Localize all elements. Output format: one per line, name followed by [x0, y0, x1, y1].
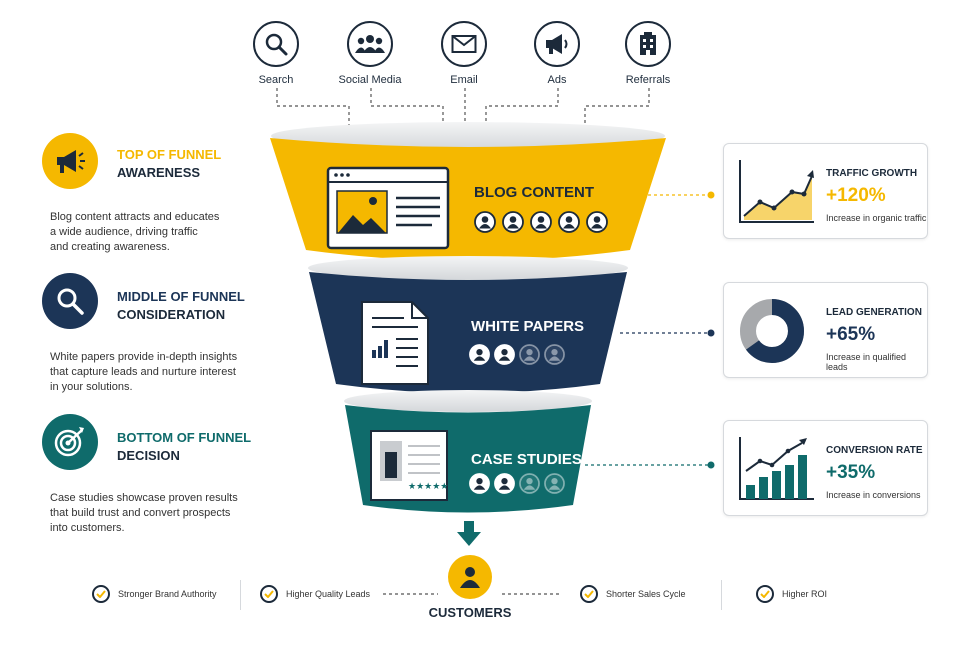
browser-icon — [326, 166, 450, 250]
description-line: Case studies showcase proven results — [50, 492, 238, 504]
line-chart-icon — [739, 160, 814, 223]
person-icon — [494, 473, 515, 494]
donut-share-arc — [740, 299, 804, 363]
stage-label: BOTTOM OF FUNNEL — [117, 430, 252, 445]
stage-sublabel: DECISION — [117, 448, 180, 463]
funnel-label-whitepapers: WHITE PAPERS — [471, 318, 585, 335]
person-icon — [469, 344, 490, 365]
divider — [240, 580, 241, 610]
person-icon-inactive — [544, 344, 565, 365]
megaphone-icon — [42, 133, 98, 189]
metric-subtitle: Increase in qualified leads — [826, 352, 907, 372]
description-line: that capture leads and nurture interest — [50, 366, 236, 378]
check-icon — [92, 585, 110, 603]
customers-label: CUSTOMERS — [428, 605, 512, 620]
metric-title: CONVERSION RATE — [826, 445, 923, 456]
benefit-label: Higher Quality Leads — [286, 589, 371, 599]
funnel-rim-top — [271, 122, 665, 150]
people-row-blog — [474, 211, 608, 233]
funnel-label-blog: BLOG CONTENT — [474, 184, 594, 201]
person-icon — [494, 344, 515, 365]
stage-label: MIDDLE OF FUNNEL — [117, 289, 245, 304]
description-line: and creating awareness. — [50, 241, 170, 253]
person-icon — [558, 211, 580, 233]
megaphone-icon — [534, 21, 580, 67]
check-icon — [580, 585, 598, 603]
source-label: Search — [258, 74, 294, 86]
people-row-casestudies — [469, 473, 565, 494]
magnifier-icon — [42, 273, 98, 329]
person-icon — [469, 473, 490, 494]
person-icon-inactive — [519, 344, 540, 365]
check-icon — [260, 585, 278, 603]
person-icon — [586, 211, 608, 233]
description-line: into customers. — [50, 522, 125, 534]
metric-value: +65% — [826, 324, 876, 345]
metric-card-leads: LEAD GENERATION +65% Increase in qualifi… — [723, 282, 928, 378]
donut-chart-icon — [740, 299, 804, 363]
source-label: Referrals — [625, 74, 671, 86]
metric-subtitle: Increase in organic traffic — [826, 213, 927, 223]
svg-text:★★★★★: ★★★★★ — [408, 482, 448, 492]
metric-subtitle: Increase in conversions — [826, 490, 921, 500]
benefit-label: Shorter Sales Cycle — [606, 589, 686, 599]
source-label: Social Media — [338, 74, 402, 86]
benefit-item: Higher Quality Leads — [260, 585, 370, 603]
metric-value: +35% — [826, 462, 876, 483]
case-study-icon: ★★★★★ — [370, 430, 448, 501]
stage-label: TOP OF FUNNEL — [117, 147, 222, 162]
stage-description: Blog content attracts and educates a wid… — [50, 210, 265, 255]
document-icon — [361, 301, 429, 385]
target-icon — [42, 414, 98, 470]
benefit-item: Shorter Sales Cycle — [580, 585, 686, 603]
benefit-item: Stronger Brand Authority — [92, 585, 217, 603]
building-icon — [625, 21, 671, 67]
metric-title: TRAFFIC GROWTH — [826, 168, 918, 179]
description-line: in your solutions. — [50, 381, 133, 393]
down-arrow-icon — [457, 521, 481, 546]
benefit-label: Higher ROI — [782, 589, 828, 599]
stage-sublabel: AWARENESS — [117, 165, 201, 180]
benefit-label: Stronger Brand Authority — [118, 589, 217, 599]
description-line: White papers provide in-depth insights — [50, 351, 238, 363]
metric-card-traffic: TRAFFIC GROWTH +120% Increase in organic… — [723, 143, 928, 239]
funnel-rim-bottom — [344, 390, 592, 412]
search-icon — [253, 21, 299, 67]
envelope-icon — [441, 21, 487, 67]
bar-chart-icon — [739, 437, 814, 500]
divider — [721, 580, 722, 610]
people-icon — [347, 21, 393, 67]
source-label: Email — [450, 74, 478, 86]
person-icon-inactive — [519, 473, 540, 494]
stage-description: Case studies showcase proven results tha… — [50, 491, 265, 536]
person-icon — [474, 211, 496, 233]
funnel-rim-middle — [308, 256, 628, 280]
description-line: Blog content attracts and educates — [50, 211, 220, 223]
source-label: Ads — [547, 74, 567, 86]
check-icon — [756, 585, 774, 603]
metric-card-conversion: CONVERSION RATE +35% Increase in convers… — [723, 420, 928, 516]
people-row-whitepapers — [469, 344, 565, 365]
stage-description: White papers provide in-depth insights t… — [50, 350, 265, 395]
funnel-label-casestudies: CASE STUDIES — [471, 451, 582, 468]
person-icon — [502, 211, 524, 233]
description-line: a wide audience, driving traffic — [50, 226, 198, 238]
benefit-item: Higher ROI — [756, 585, 827, 603]
metric-value: +120% — [826, 185, 886, 206]
metric-title: LEAD GENERATION — [826, 307, 922, 318]
description-line: that build trust and convert prospects — [50, 507, 231, 519]
customer-icon — [448, 555, 492, 599]
person-icon — [530, 211, 552, 233]
stage-sublabel: CONSIDERATION — [117, 307, 226, 322]
person-icon-inactive — [544, 473, 565, 494]
